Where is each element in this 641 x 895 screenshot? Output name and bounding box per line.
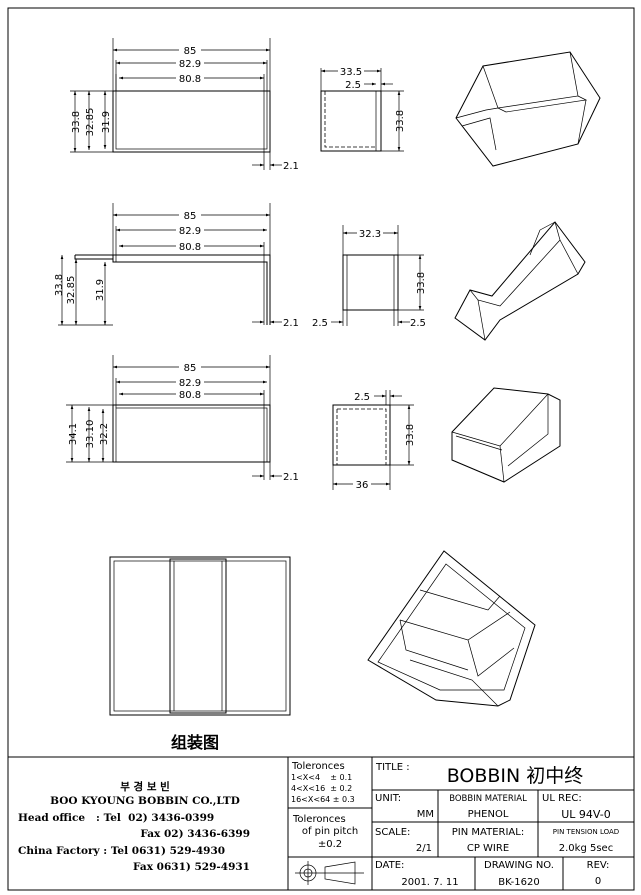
dim-2-5: 2.5 (345, 80, 361, 91)
dim-82-9: 82.9 (179, 226, 201, 237)
dim-85: 85 (184, 46, 197, 57)
drawing-no-value: BK-1620 (498, 877, 539, 888)
drawing-title: BOBBIN 初中终 (447, 765, 584, 787)
row3-isometric-view (451, 387, 561, 483)
dim-82-9: 82.9 (179, 59, 201, 70)
row1-side-view: 33.5 2.5 33.8 (320, 65, 406, 152)
china-factory-fax: Fax 0631) 529-4931 (133, 861, 250, 873)
ul-rec-label: UL REC: (542, 793, 582, 804)
company-name: BOO KYOUNG BOBBIN CO.,LTD (50, 795, 240, 807)
tolerances: Toleronces 1<X<4 ± 0.1 4<X<16 ± 0.2 16<X… (291, 761, 358, 850)
china-factory-tel: China Factory : Tel 0631) 529-4930 (18, 845, 225, 857)
scale-value: 2/1 (416, 843, 432, 854)
dim-2-5-right: 2.5 (410, 318, 426, 329)
pin-tension-value: 2.0kg 5sec (559, 843, 613, 854)
dim-33-5: 33.5 (340, 67, 362, 78)
unit-value: MM (417, 809, 434, 820)
date-label: DATE: (375, 860, 404, 871)
rev-value: 0 (595, 876, 601, 887)
dim-80-8: 80.8 (179, 242, 201, 253)
bobbin-material-value: PHENOL (468, 809, 509, 820)
unit-label: UNIT: (375, 793, 401, 804)
tolerance-row: 1<X<4 ± 0.1 (291, 773, 352, 782)
dim-82-9: 82.9 (179, 378, 201, 389)
row2-isometric-view (454, 221, 586, 341)
pin-tolerance-title-2: of pin pitch (302, 826, 358, 837)
bobbin-material-label: BOBBIN MATERIAL (449, 794, 527, 804)
tolerance-row: 4<X<16 ± 0.2 (291, 784, 352, 793)
dim-80-8: 80.8 (179, 74, 201, 85)
dim-31-9: 31.9 (101, 111, 112, 133)
pin-tension-label: PIN TENSION LOAD (553, 828, 619, 836)
dim-33-8-side: 33.8 (405, 424, 416, 446)
dim-32-2: 32.2 (99, 423, 110, 445)
dim-36: 36 (356, 480, 369, 491)
title-fields: TITLE : BOBBIN 初中终 UNIT: MM BOBBIN MATER… (375, 762, 619, 888)
dim-32-85: 32.85 (66, 276, 77, 305)
dim-85: 85 (184, 363, 197, 374)
dim-33-10: 33.10 (85, 420, 96, 449)
dim-33-8: 33.8 (54, 274, 65, 296)
pin-material-label: PIN MATERIAL: (452, 827, 524, 838)
pin-tolerance-value: ±0.2 (318, 839, 342, 850)
projection-symbol-icon (295, 861, 364, 885)
pin-material-value: CP WIRE (467, 843, 509, 854)
dim-2-1: 2.1 (283, 161, 299, 172)
drawing-no-label: DRAWING NO. (484, 860, 554, 871)
dim-80-8: 80.8 (179, 390, 201, 401)
dim-33-8-side: 33.8 (416, 272, 427, 294)
head-office-fax: Fax 02) 3436-6399 (140, 828, 250, 840)
pin-tolerance-title: Toleronces (292, 814, 346, 825)
dim-2-5-left: 2.5 (312, 318, 328, 329)
dim-32-3: 32.3 (359, 229, 381, 240)
scale-label: SCALE: (375, 827, 410, 838)
dim-33-8-side: 33.8 (395, 110, 406, 132)
dim-34-1: 34.1 (68, 423, 79, 445)
dim-33-8: 33.8 (71, 111, 82, 133)
row3-side-view: 2.5 33.8 36 (332, 390, 416, 491)
ul-rec-value: UL 94V-0 (561, 808, 611, 821)
row1-isometric-view (455, 51, 601, 167)
title-label: TITLE : (375, 762, 410, 773)
assembly-top-view (109, 556, 291, 716)
dim-2-1: 2.1 (283, 318, 299, 329)
date-value: 2001. 7. 11 (401, 877, 458, 888)
assembly-label: 组装图 (171, 733, 219, 752)
dim-2-1: 2.1 (283, 472, 299, 483)
dim-32-85: 32.85 (85, 108, 96, 137)
tolerance-row: 16<X<64 ± 0.3 (291, 795, 355, 804)
dim-2-5: 2.5 (354, 392, 370, 403)
row2-front-view: 85 82.9 80.8 33.8 32.85 31.9 2.1 (54, 203, 299, 329)
head-office-tel: Head office : Tel 02) 3436-0399 (18, 812, 214, 824)
row1-front-view: 85 82.9 80.8 33.8 32.85 31.9 2.1 (70, 38, 299, 172)
dim-31-9: 31.9 (95, 279, 106, 301)
dim-85: 85 (184, 211, 197, 222)
company-info: 부 경 보 빈 BOO KYOUNG BOBBIN CO.,LTD Head o… (18, 780, 250, 873)
rev-label: REV: (587, 860, 610, 871)
title-block (7, 756, 635, 891)
row2-side-view: 32.3 33.8 2.5 2.5 (312, 225, 427, 329)
company-korean-name: 부 경 보 빈 (120, 780, 170, 793)
row3-front-view: 85 82.9 80.8 34.1 33.10 32.2 2.1 (66, 355, 299, 483)
tolerances-title: Toleronces (291, 761, 345, 772)
assembly-isometric-view (367, 550, 536, 707)
